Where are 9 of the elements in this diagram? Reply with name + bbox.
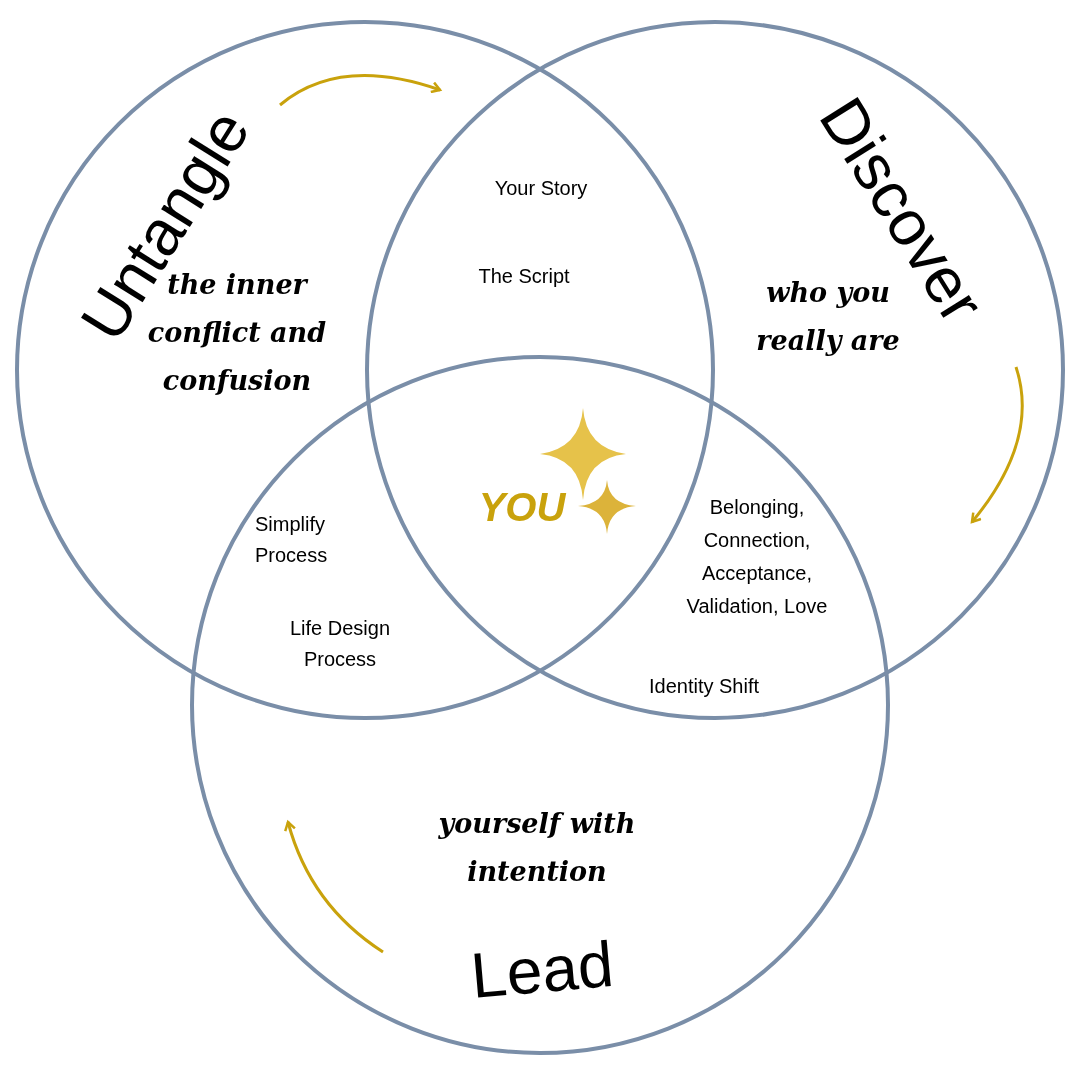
overlap-label: Belonging, Connection, Acceptance, Validation, Love xyxy=(685,495,829,619)
overlap-label: The Script xyxy=(477,264,571,289)
center-label: YOU xyxy=(477,484,567,531)
overlap-label: Identity Shift xyxy=(647,674,761,699)
overlap-label: Life Design Process xyxy=(288,616,392,672)
overlap-label: Simplify Process xyxy=(255,512,329,568)
circle-heading: Lead xyxy=(466,928,618,1012)
circle-subtitle: yourself with intention xyxy=(437,807,637,889)
overlap-label: Your Story xyxy=(493,176,589,201)
